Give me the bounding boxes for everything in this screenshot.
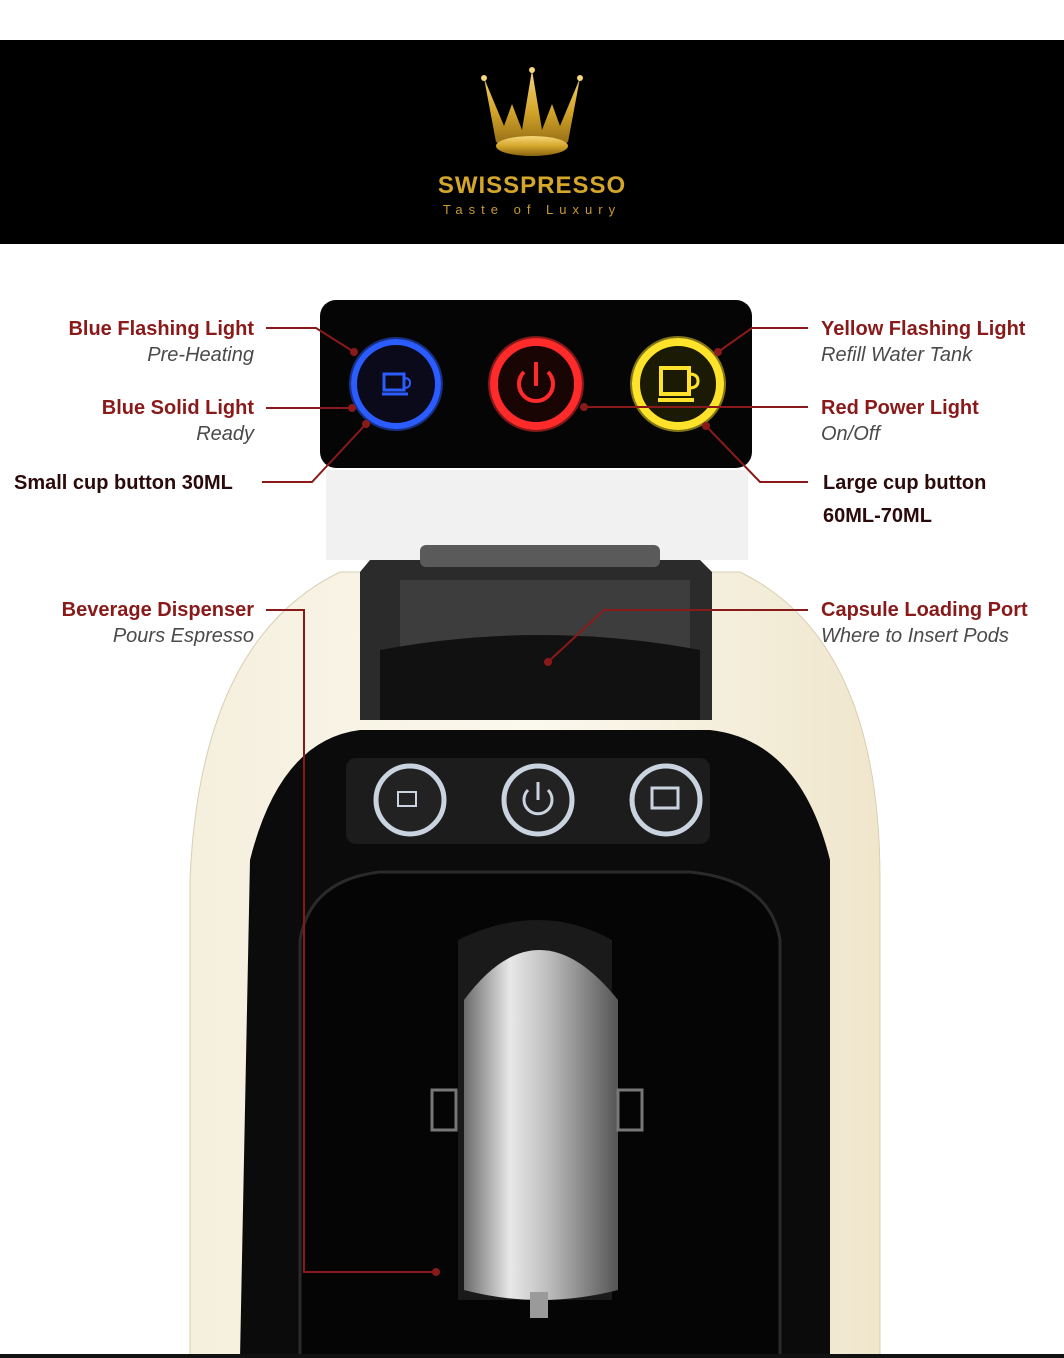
yellow-flashing-light-subtitle: Refill Water Tank	[821, 344, 973, 366]
brand-tagline: Taste of Luxury	[442, 202, 622, 217]
power-icon	[517, 362, 555, 404]
bottom-border	[0, 1354, 1064, 1358]
capsule-loading-port-label: Capsule Loading Port	[821, 599, 1028, 621]
blue-solid-light-subtitle: Ready	[196, 423, 254, 445]
blue-flashing-light-label: Blue Flashing Light	[68, 318, 254, 340]
yellow-flashing-light-label: Yellow Flashing Light	[821, 318, 1026, 340]
large-cup-button[interactable]	[630, 336, 726, 432]
control-panel-closeup	[320, 300, 752, 468]
beverage-dispenser-label: Beverage Dispenser	[61, 599, 254, 621]
small-cup-button-label: Small cup button 30ML	[14, 472, 233, 494]
large-cup-button-label: Large cup button	[823, 472, 987, 494]
crown-icon	[481, 67, 583, 156]
brand-header: SWISSPRESSO Taste of Luxury	[0, 40, 1064, 244]
large-cup-icon	[658, 366, 700, 402]
red-power-light-subtitle: On/Off	[821, 423, 880, 445]
blue-flashing-light-subtitle: Pre-Heating	[147, 344, 254, 366]
brand-name: SWISSPRESSO	[437, 172, 627, 199]
small-cup-button[interactable]	[349, 337, 443, 431]
large-cup-button-volume: 60ML-70ML	[823, 505, 932, 527]
capsule-loading-port-subtitle: Where to Insert Pods	[821, 625, 1009, 647]
small-cup-icon	[382, 372, 412, 396]
blue-solid-light-label: Blue Solid Light	[101, 397, 254, 419]
power-button[interactable]	[488, 336, 584, 432]
red-power-light-label: Red Power Light	[821, 397, 979, 419]
beverage-dispenser-subtitle: Pours Espresso	[112, 625, 254, 647]
